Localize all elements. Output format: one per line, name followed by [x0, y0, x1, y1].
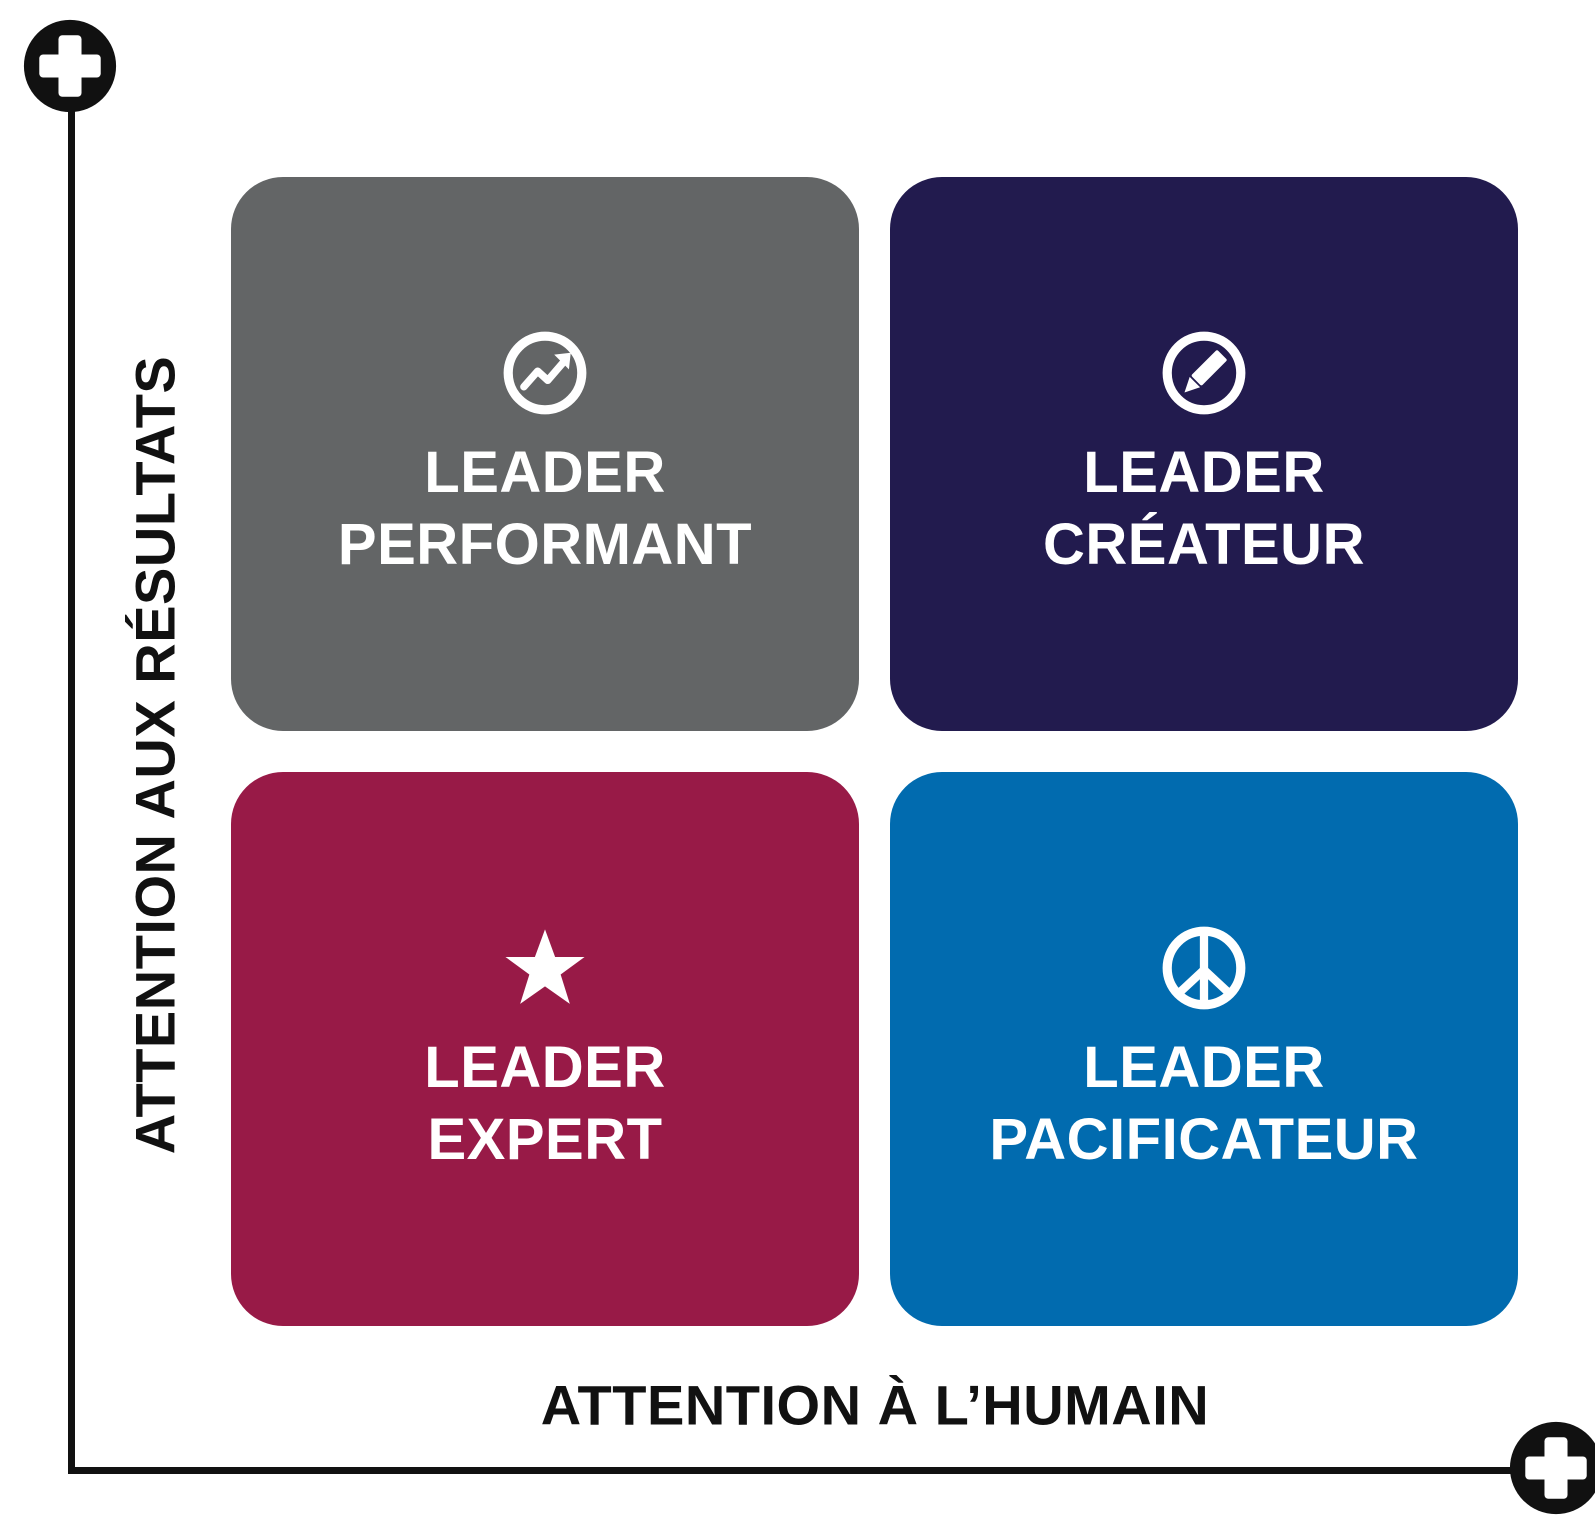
quadrant-title-line1: LEADER [424, 1035, 666, 1100]
quadrant-title-line1: LEADER [424, 440, 666, 505]
quadrant-title-line2: EXPERT [427, 1107, 663, 1172]
peace-icon [1158, 922, 1250, 1014]
quadrant-leader-performant: LEADER PERFORMANT [231, 177, 859, 731]
quadrant-title-line2: PACIFICATEUR [989, 1107, 1419, 1172]
y-axis-label: ATTENTION AUX RÉSULTATS [123, 355, 187, 1155]
y-axis-line [68, 70, 75, 1474]
plus-circle-icon [22, 18, 118, 114]
quadrant-leader-expert: LEADER EXPERT [231, 772, 859, 1326]
quadrant-title-line1: LEADER [1083, 1035, 1325, 1100]
x-axis-label: ATTENTION À L’HUMAIN [540, 1373, 1210, 1437]
star-icon [499, 922, 591, 1014]
trend-chart-icon [499, 327, 591, 419]
x-axis-line [68, 1467, 1538, 1474]
quadrant-leader-pacificateur: LEADER PACIFICATEUR [890, 772, 1518, 1326]
pencil-icon [1158, 327, 1250, 419]
quadrant-title-line2: CRÉATEUR [1043, 512, 1365, 577]
plus-circle-icon [1508, 1420, 1595, 1516]
quadrant-title-line1: LEADER [1083, 440, 1325, 505]
quadrant-title-line2: PERFORMANT [337, 512, 753, 577]
quadrant-leader-createur: LEADER CRÉATEUR [890, 177, 1518, 731]
